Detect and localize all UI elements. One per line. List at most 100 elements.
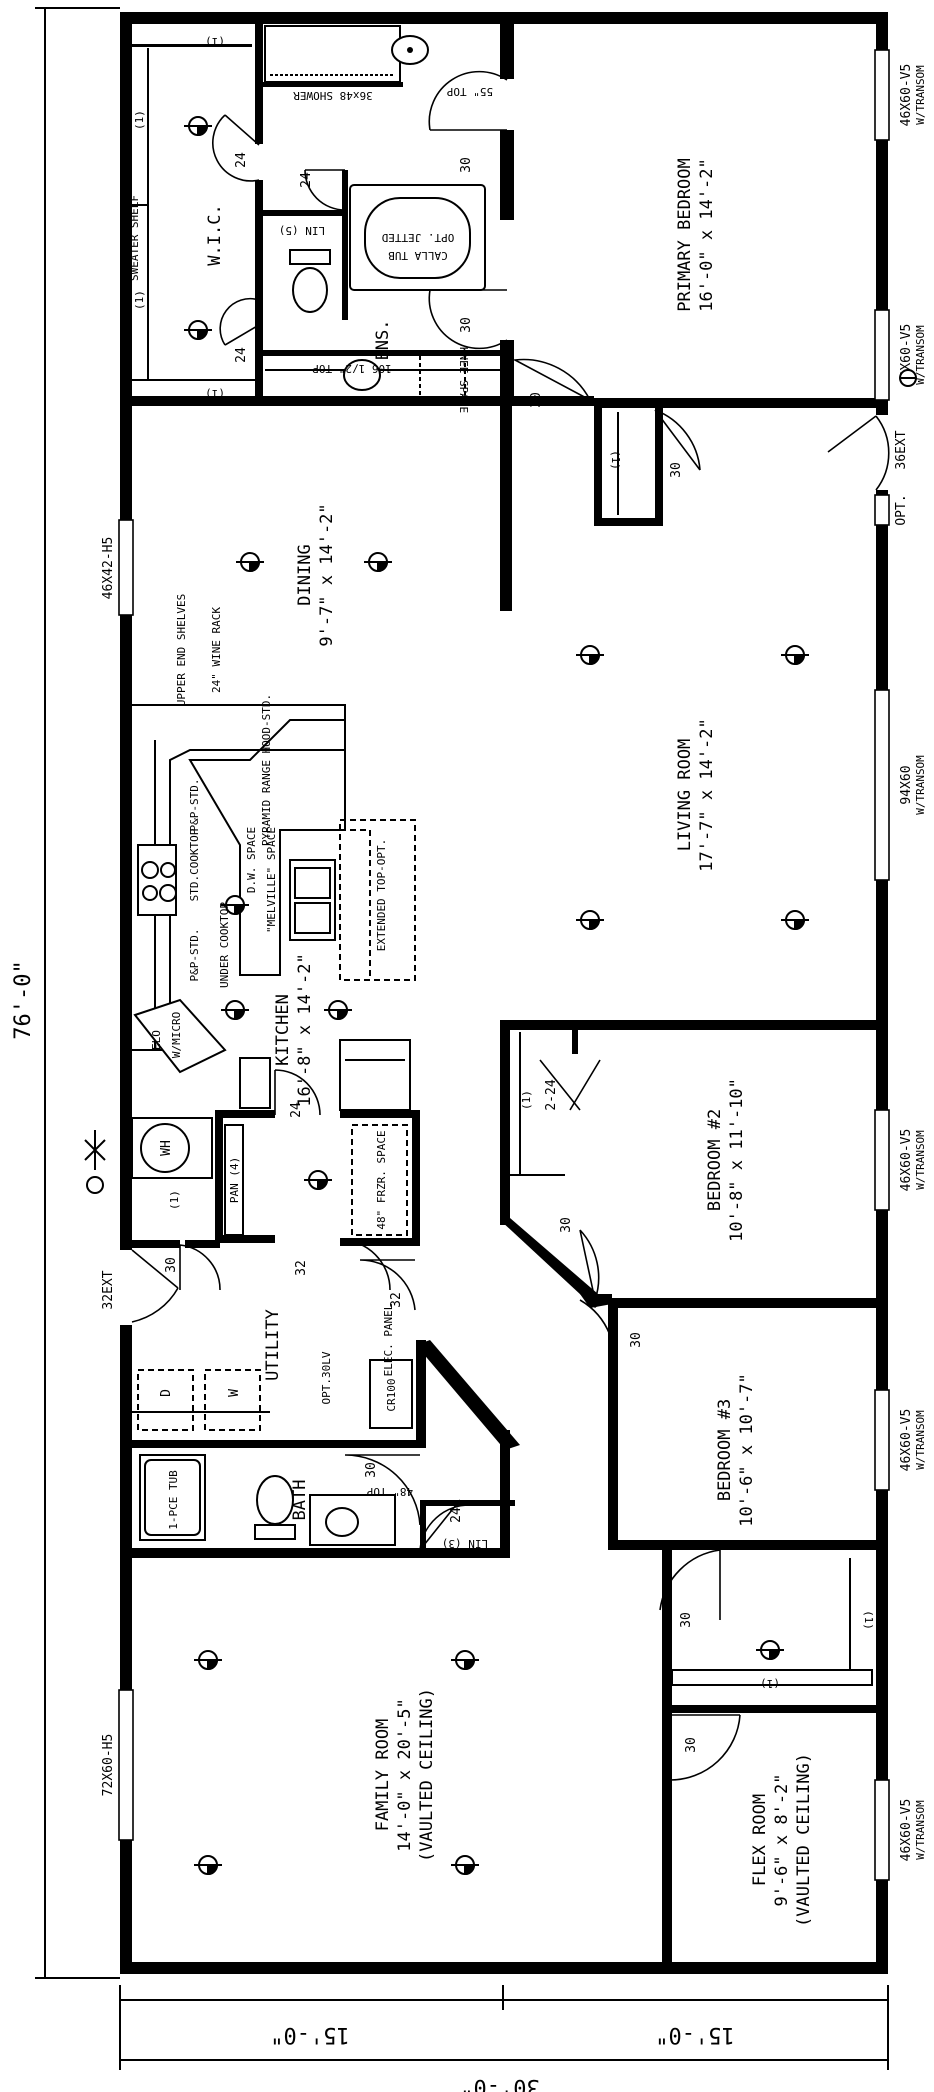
ensuite-vanity <box>265 356 500 396</box>
bath-vanity <box>309 1494 396 1546</box>
bath-toilet <box>254 1475 296 1540</box>
freezer-space <box>351 1124 408 1236</box>
washer-label: W <box>227 1389 242 1397</box>
utility-door-label: 32EXT <box>101 1270 116 1309</box>
window-bedroom2-size: 46X60-V5 <box>899 1129 914 1192</box>
pp-std-label: P&P-STD. <box>188 779 201 832</box>
ceiling-light-mark <box>184 329 212 341</box>
dw-space-label: D.W. SPACE <box>245 827 258 893</box>
window-family <box>118 1689 134 1841</box>
top55-label: 55" TOP <box>446 85 493 98</box>
pp-std2-label: P&P-STD. <box>188 929 201 982</box>
door-living-closet-label: 30 <box>669 462 684 478</box>
room-family-size: 14'-0" x 20'-5" <box>395 1698 415 1852</box>
sweater-shelf-label: SWEATER SHELF <box>128 195 141 281</box>
ceiling-light-mark <box>781 654 809 666</box>
bedroom3-closet-shelf <box>671 1669 873 1686</box>
melville-label: "MELVILLE" SPACE <box>265 827 278 933</box>
window-labels: 46X60-V5 W/TRANSOM 46X60-V5 W/TRANSOM 46… <box>101 64 927 1862</box>
door-bed3-label: 30 <box>629 1332 644 1348</box>
door-bed2-label: 30 <box>559 1217 574 1233</box>
washer-dryer <box>132 1369 270 1431</box>
room-wic-name: W.I.C. <box>205 204 225 265</box>
water-heater <box>131 1117 213 1179</box>
elo-label: ELO <box>150 1030 163 1050</box>
window-dining-size: 46X42-H5 <box>101 537 116 600</box>
door-utility-a-label: 32 <box>389 1292 404 1308</box>
cr100-label: CR100 <box>385 1378 398 1411</box>
calla-tub <box>349 184 486 291</box>
ceiling-light-mark <box>576 654 604 666</box>
room-bedroom2-name: BEDROOM #2 <box>705 1109 725 1211</box>
top106-label: 106 1/2" TOP <box>312 362 392 375</box>
window-bedroom3 <box>874 1389 890 1491</box>
ceiling-light-mark <box>184 125 212 137</box>
window-bedroom2-note: W/TRANSOM <box>914 1130 927 1190</box>
interior-walls <box>120 24 888 1962</box>
elec-panel-label: ELEC. PANEL <box>382 1303 395 1376</box>
window-dining <box>118 519 134 616</box>
room-kitchen-name: KITCHEN <box>273 994 293 1066</box>
small-labels: (1) (1) (1) (1) SWEATER SHELF 36x48 SHOW… <box>128 35 875 1690</box>
window-primary-top <box>874 49 890 141</box>
one-pce-tub-label: 1-PCE TUB <box>167 1470 180 1530</box>
window-primary-bottom <box>874 309 890 401</box>
door-utility-b-label: 30 <box>164 1257 179 1273</box>
wic-shelf-bottom: (1) <box>205 387 225 400</box>
tub-opt-label: OPT. JETTED <box>382 231 455 244</box>
window-flex-note: W/TRANSOM <box>914 1800 927 1860</box>
wh-label: WH <box>159 1140 174 1156</box>
door-bath-linen-label: 24 <box>449 1507 464 1523</box>
frzr-label: 48" FRZR. SPACE <box>375 1130 388 1229</box>
front-door-label: 36EXT <box>894 430 909 469</box>
utility-shelf-label: (1) <box>168 1190 181 1210</box>
electrical-panel <box>369 1359 413 1429</box>
fridge <box>339 1039 411 1111</box>
lin5-label: LIN (5) <box>279 224 325 237</box>
pantry-shelves <box>224 1124 244 1236</box>
overall-length-dimension: 76'-0" <box>11 7 120 1979</box>
door-ens-wc-label: 24 <box>299 172 314 188</box>
room-bedroom3-size: 10'-6" x 10'-7" <box>737 1373 757 1527</box>
ceiling-light-mark <box>364 561 392 573</box>
room-ensuite-name: ENS. <box>373 320 393 361</box>
room-living-size: 17'-7" x 14'-2" <box>697 718 717 872</box>
door-ens-b-label: 30 <box>459 317 474 333</box>
hose-bib <box>84 1130 106 1194</box>
room-family-note: (VAULTED CEILING) <box>417 1688 437 1862</box>
wic-shelf-left-top: (1) <box>133 110 146 130</box>
bed2-closet-shelf: (1) <box>520 1090 533 1110</box>
door-swings <box>179 70 741 1781</box>
exterior-doors: 36EXT OPT. 32EXT <box>101 415 909 1325</box>
ceiling-light-mark <box>576 919 604 931</box>
overall-length-label: 76'-0" <box>11 960 36 1039</box>
window-bedroom3-size: 46X60-V5 <box>899 1409 914 1472</box>
opt30lv-label: OPT.30LV <box>320 1351 333 1404</box>
half-width-left-label: 15'-0" <box>270 2022 349 2047</box>
window-primary-top-size: 46X60-V5 <box>899 64 914 127</box>
room-primary-bedroom-name: PRIMARY BEDROOM <box>675 158 695 312</box>
lin3-label: LIN (3) <box>442 1537 488 1550</box>
room-dining-name: DINING <box>295 544 315 605</box>
door-bath-label: 30 <box>364 1462 379 1478</box>
wall-oven <box>133 998 271 1109</box>
wic-shelf-top: (1) <box>205 35 225 48</box>
door-primary-label: 30 <box>529 392 544 408</box>
door-wic-b-label: 24 <box>234 347 249 363</box>
room-flex-name: FLEX ROOM <box>750 1794 770 1886</box>
windows <box>118 49 890 1881</box>
room-bedroom2-size: 10'-8" x 11'-10" <box>727 1078 747 1242</box>
ceiling-light-mark <box>194 1864 222 1876</box>
door-ens-a-label: 30 <box>459 157 474 173</box>
kitchen-island <box>188 719 371 981</box>
window-flex-size: 46X60-V5 <box>899 1799 914 1862</box>
fixtures <box>84 25 917 1686</box>
ceiling-lights <box>184 116 809 1876</box>
knee-space-label: KNEE SPACE <box>457 347 470 413</box>
ceiling-light-mark <box>451 1659 479 1671</box>
exterior-meter <box>899 369 917 387</box>
window-flex <box>874 1779 890 1881</box>
under-cooktop-label: UNDER COOKTOP <box>218 902 231 988</box>
extended-top-label: EXTENDED TOP-OPT. <box>375 839 388 952</box>
